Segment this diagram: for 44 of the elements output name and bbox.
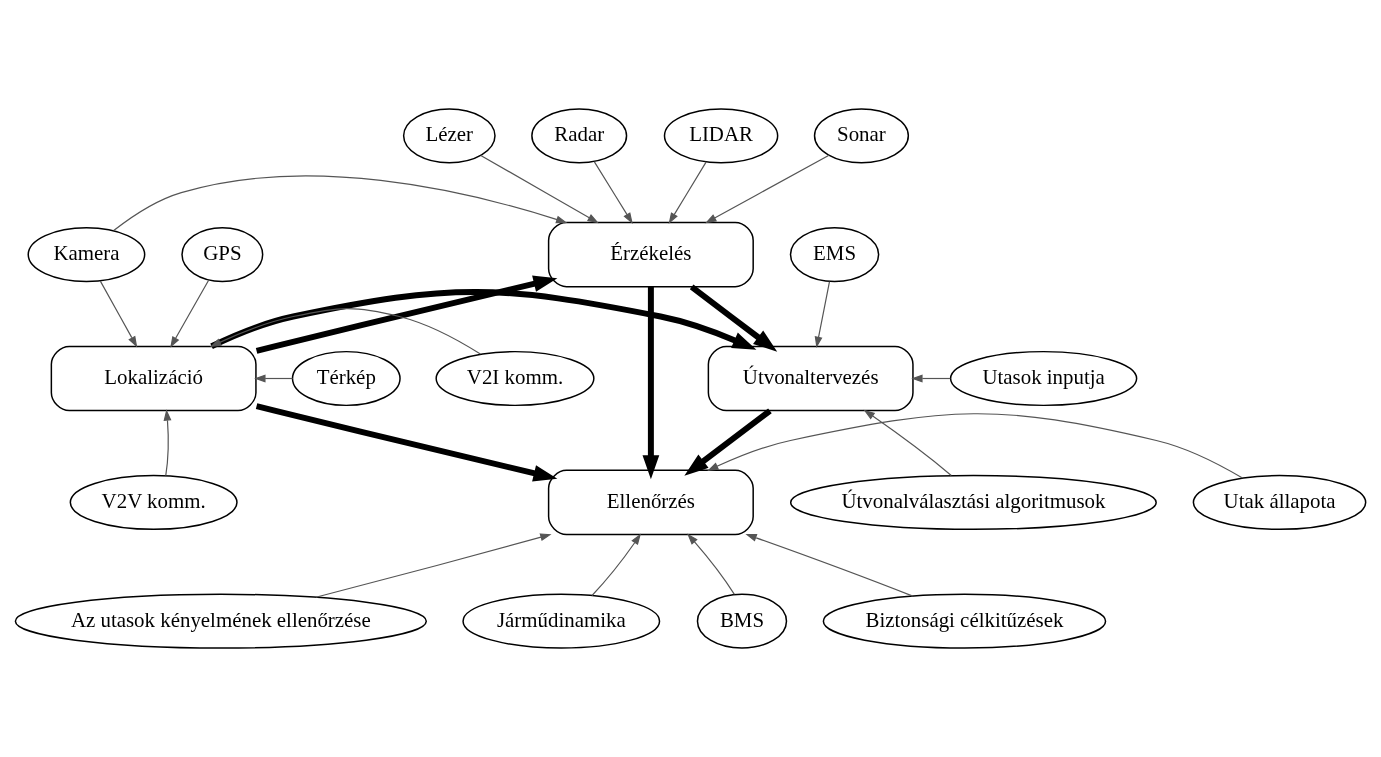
arrow: [863, 409, 952, 477]
node-ellipse: Az utasok kényelmének ellenőrzése: [14, 593, 428, 649]
node-box: Ellenőrzés: [547, 469, 754, 536]
arrow: [254, 374, 294, 383]
node-ellipse: Kamera: [27, 226, 146, 283]
arrow: [591, 533, 641, 597]
node-ellipse: Sonar: [813, 108, 910, 164]
node-ellipse: GPS: [181, 226, 264, 283]
node-box: Érzékelés: [547, 221, 754, 288]
node-ellipse: Lézer: [402, 108, 496, 164]
arrow: [911, 374, 951, 383]
arrow: [480, 154, 599, 224]
node-ellipse: Térkép: [291, 350, 401, 407]
arrow: [99, 280, 138, 348]
node-ellipse: BMS: [696, 593, 788, 649]
node-ellipse: V2I komm.: [435, 350, 595, 407]
arrow: [745, 534, 914, 597]
arrow: [255, 403, 558, 482]
arrow: [668, 161, 707, 224]
arrow: [255, 275, 558, 354]
arrow: [209, 307, 481, 355]
arrow: [163, 409, 172, 477]
node-ellipse: Útvonalválasztási algoritmusok: [789, 474, 1157, 531]
arrow: [705, 154, 830, 224]
node-ellipse: Biztonsági célkitűzések: [822, 593, 1107, 649]
arrow: [170, 279, 210, 348]
node-ellipse: Járműdinamika: [462, 593, 661, 649]
node-box: Útvonaltervezés: [707, 345, 914, 412]
node-box: Lokalizáció: [50, 345, 257, 412]
arrow: [687, 533, 735, 595]
node-ellipse: LIDAR: [663, 108, 779, 164]
arrow: [684, 408, 772, 476]
arrow: [315, 533, 552, 598]
arrow: [707, 413, 1244, 479]
arrow: [210, 288, 757, 350]
node-ellipse: Utak állapota: [1192, 474, 1367, 531]
node-ellipse: V2V komm.: [69, 474, 238, 531]
arrow: [814, 281, 831, 348]
arrow: [593, 161, 633, 224]
node-ellipse: Radar: [531, 108, 628, 164]
node-ellipse: Utasok inputja: [949, 350, 1138, 407]
arrow: [642, 287, 660, 480]
node-ellipse: EMS: [789, 226, 880, 283]
arrow: [113, 175, 568, 232]
